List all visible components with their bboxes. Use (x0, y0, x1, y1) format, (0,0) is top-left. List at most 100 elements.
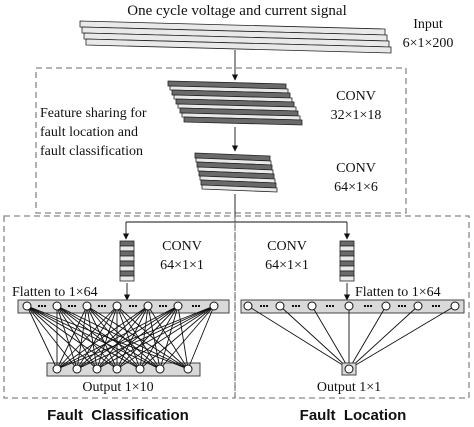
dense-connection (56, 305, 78, 370)
dense-connection (96, 305, 215, 370)
dense-connection (116, 305, 149, 370)
location-dense-connections (247, 305, 456, 370)
ellipsis-dot (71, 305, 73, 307)
ellipsis-dot (68, 305, 70, 307)
dense-connection (26, 305, 189, 370)
ellipsis-dot (370, 305, 372, 307)
ellipsis-dot (44, 305, 46, 307)
location-output-label: Output 1×1 (317, 380, 381, 395)
classification-dense-connections (26, 305, 215, 370)
location-conv-stack (339, 240, 355, 282)
ellipsis-dot (38, 305, 40, 307)
flatten-node (275, 301, 285, 311)
dense-connection (56, 305, 215, 370)
dense-connection (56, 305, 98, 370)
ellipsis-dot (74, 305, 76, 307)
dense-connection (116, 305, 215, 370)
dense-connection (56, 305, 141, 370)
ellipsis-dot (404, 305, 406, 307)
dense-connection (139, 305, 179, 370)
classification-heading: Fault Classification (47, 407, 189, 424)
dense-connection (116, 305, 189, 370)
ellipsis-dot (367, 305, 369, 307)
location-output-node (344, 364, 354, 374)
flatten-node (381, 301, 391, 311)
ellipsis-dot (104, 305, 106, 307)
flatten-node (209, 301, 219, 311)
classification-flatten-label: Flatten to 1×64 (12, 285, 98, 300)
location-flatten-label: Flatten to 1×64 (355, 285, 441, 300)
ellipsis-dot (132, 305, 134, 307)
dense-connection (76, 305, 215, 370)
dense-connection (86, 305, 141, 370)
classification-conv-stack (119, 240, 135, 282)
input-label: Input (413, 17, 443, 32)
dense-connection (159, 305, 215, 370)
dense-connection (139, 305, 149, 370)
ellipsis-dot (192, 305, 194, 307)
dense-connection (86, 305, 161, 370)
output-node (155, 364, 165, 374)
flatten-node (413, 301, 423, 311)
conv1-shape: 32×1×18 (331, 108, 382, 123)
ellipsis-dot (266, 305, 268, 307)
ellipsis-dot (98, 305, 100, 307)
flatten-node (112, 301, 122, 311)
ellipsis-dot (165, 305, 167, 307)
location-heading: Fault Location (300, 407, 407, 424)
dense-connection (177, 305, 189, 370)
conv2-shape: 64×1×6 (334, 180, 378, 195)
shared-feature-box (35, 67, 407, 214)
dense-connection (139, 305, 215, 370)
flatten-node (243, 301, 253, 311)
conv1-label: CONV (336, 89, 376, 104)
conv1-feature-maps (167, 80, 303, 126)
dense-connection (56, 305, 149, 370)
ellipsis-dot (332, 305, 334, 307)
flatten-node (22, 301, 32, 311)
location-conv-label: CONV (267, 239, 307, 254)
dense-connection (187, 305, 215, 370)
shared-caption-line-3: fault classification (40, 144, 143, 159)
dense-connection (96, 305, 149, 370)
dense-connection (56, 305, 88, 370)
dense-connection (56, 305, 118, 370)
flatten-node (143, 301, 153, 311)
classification-flatten-nodes (22, 301, 219, 311)
classification-output-label: Output 1×10 (82, 380, 153, 395)
shared-caption-line-1: Feature sharing for (40, 106, 147, 121)
ellipsis-dot (129, 305, 131, 307)
ellipsis-dot (292, 305, 294, 307)
shared-caption-line-2: fault location and (40, 125, 138, 140)
flatten-node (82, 301, 92, 311)
ellipsis-dot (135, 305, 137, 307)
dense-connection (56, 305, 161, 370)
ellipsis-dot (260, 305, 262, 307)
dense-connection (26, 305, 58, 370)
dense-connection (116, 305, 179, 370)
conv2-feature-maps (194, 152, 278, 193)
dense-connection (116, 305, 141, 370)
dense-connection (26, 305, 141, 370)
dense-connection (279, 305, 350, 370)
classification-ellipsis-dots (38, 305, 200, 307)
ellipsis-dot (435, 305, 437, 307)
output-node (72, 364, 82, 374)
ellipsis-dot (329, 305, 331, 307)
dense-connection (147, 305, 189, 370)
ellipsis-dot (263, 305, 265, 307)
classification-output-nodes (52, 364, 193, 374)
dense-connection (311, 305, 350, 370)
dense-connection (96, 305, 179, 370)
ellipsis-dot (398, 305, 400, 307)
location-branch-box (234, 215, 470, 399)
ellipsis-dot (198, 305, 200, 307)
flatten-node (307, 301, 317, 311)
ellipsis-dot (364, 305, 366, 307)
dense-connection (147, 305, 161, 370)
location-ellipsis-dots (260, 305, 440, 307)
dense-connection (76, 305, 88, 370)
dense-connection (76, 305, 149, 370)
flatten-node (52, 301, 62, 311)
